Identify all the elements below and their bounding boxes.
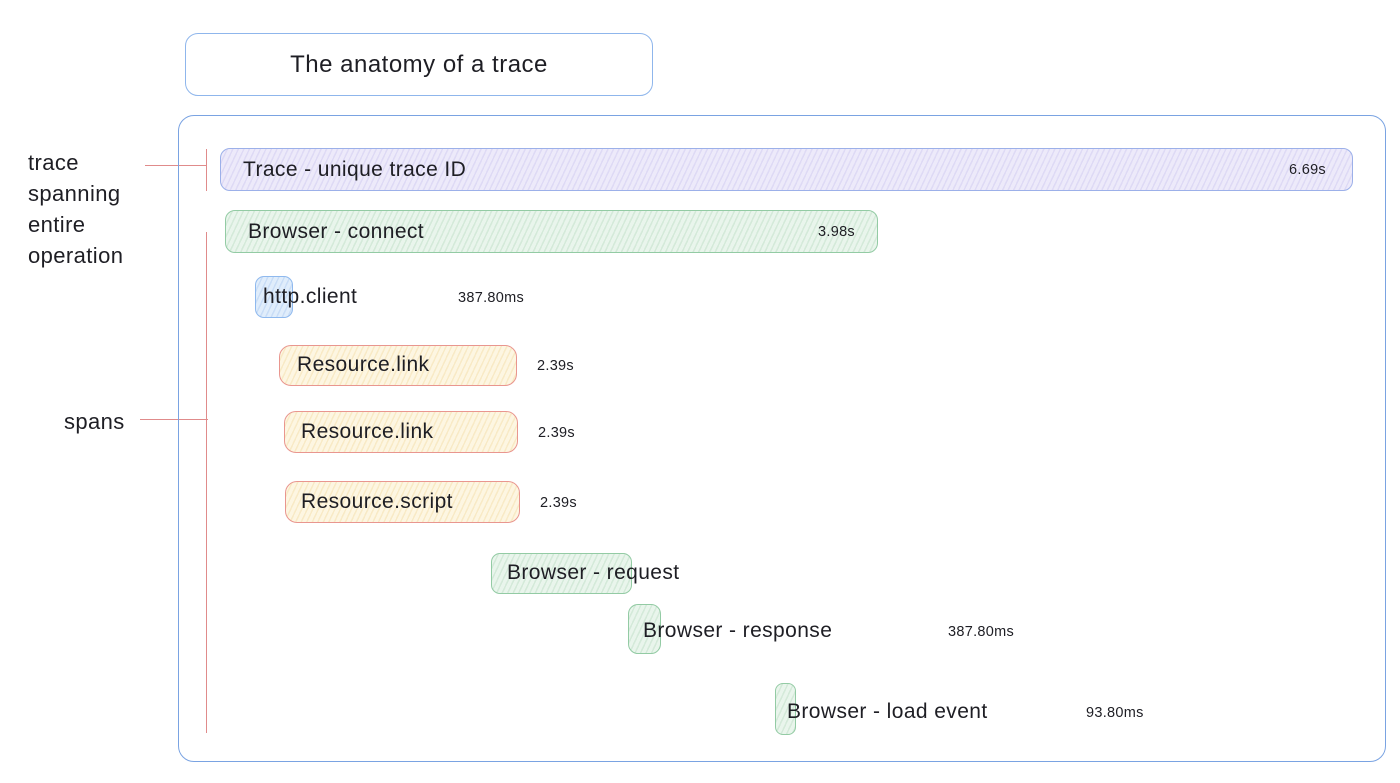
span-label: http.client bbox=[263, 285, 358, 308]
span-label: Resource.link bbox=[297, 353, 430, 376]
trace-annotation-line: operation bbox=[28, 243, 124, 268]
span-duration: 3.98s bbox=[818, 223, 855, 240]
trace-bar-label: Trace - unique trace ID bbox=[243, 157, 467, 181]
span-label: Browser - response bbox=[643, 619, 833, 642]
span-bar-browser-connect: Browser - connect 3.98s bbox=[225, 210, 878, 253]
span-chip-browser-request bbox=[491, 553, 632, 594]
span-chip-resource-link bbox=[279, 345, 517, 386]
span-chip-browser-response bbox=[628, 604, 661, 654]
spans-bracket-line bbox=[206, 232, 207, 733]
span-label: Resource.link bbox=[301, 420, 434, 443]
diagram-title-box: The anatomy of a trace bbox=[185, 33, 653, 96]
span-duration: 2.39s bbox=[540, 495, 577, 511]
span-chip-browser-load-event bbox=[775, 683, 796, 735]
trace-frame bbox=[178, 115, 1386, 762]
trace-annotation-line: spanning bbox=[28, 181, 121, 206]
spans-annotation: spans bbox=[64, 409, 125, 434]
trace-annotation-line: entire bbox=[28, 212, 86, 237]
trace-pointer-line bbox=[145, 165, 207, 166]
spans-pointer-line bbox=[140, 419, 208, 420]
trace-annotation-line: trace bbox=[28, 150, 79, 175]
trace-pointer-tick bbox=[206, 149, 207, 191]
span-duration: 2.39s bbox=[538, 425, 575, 441]
span-chip-resource-script bbox=[285, 481, 520, 523]
span-label: Resource.script bbox=[301, 490, 453, 513]
span-duration: 93.80ms bbox=[1086, 705, 1144, 721]
span-chip-http-client bbox=[255, 276, 293, 318]
span-duration: 2.39s bbox=[537, 358, 574, 374]
trace-annotation: trace spanning entire operation bbox=[28, 147, 123, 271]
trace-bar: Trace - unique trace ID 6.69s bbox=[220, 148, 1353, 191]
span-chip-resource-link bbox=[284, 411, 518, 453]
span-label: Browser - connect bbox=[248, 219, 425, 243]
span-duration: 387.80ms bbox=[458, 290, 525, 306]
diagram-title: The anatomy of a trace bbox=[290, 50, 548, 78]
span-label: Browser - load event bbox=[787, 700, 988, 723]
trace-bar-duration: 6.69s bbox=[1289, 161, 1326, 178]
span-label: Browser - request bbox=[507, 561, 680, 584]
span-duration: 387.80ms bbox=[948, 624, 1015, 640]
